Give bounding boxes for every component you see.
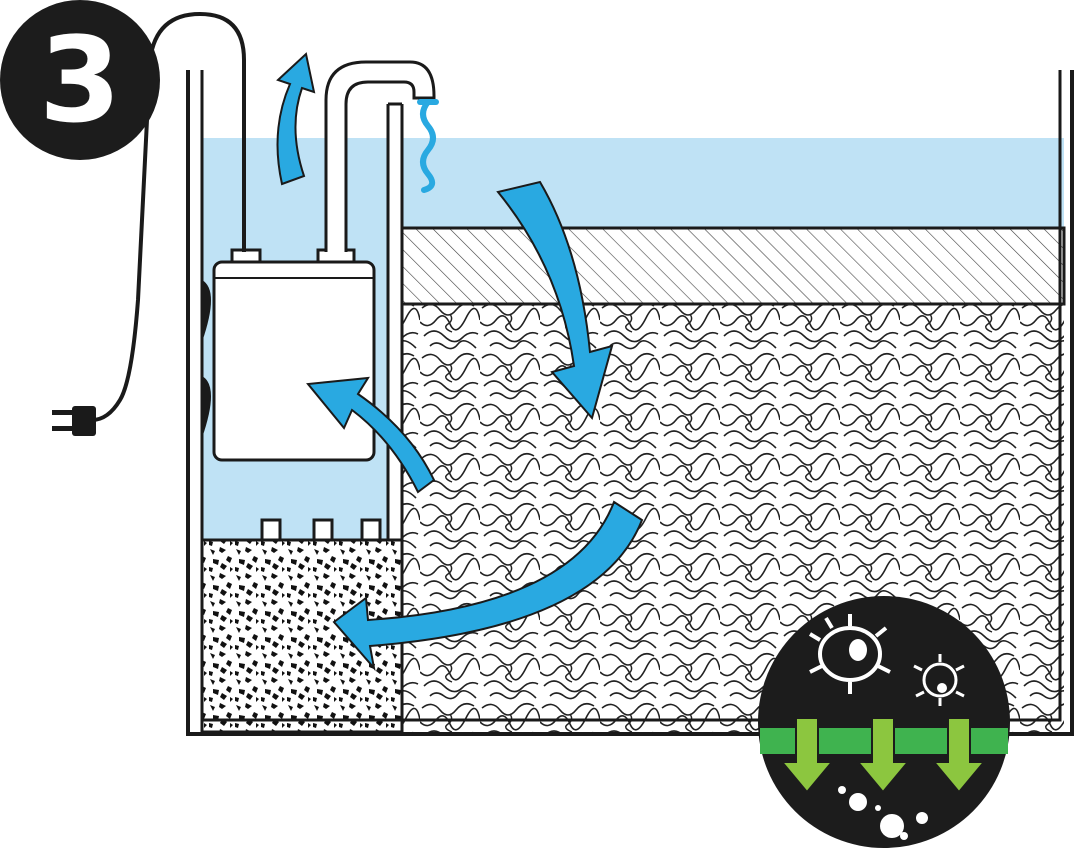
outlet-pipe-icon — [324, 60, 436, 252]
bacteria-icon-small — [913, 654, 965, 706]
water-surface-main — [402, 138, 1064, 228]
flow-arrow-up — [276, 52, 316, 186]
flow-arrow-down — [496, 180, 614, 421]
suction-cup-upper — [202, 280, 211, 342]
bacteria-icon — [808, 614, 891, 694]
fine-filter-layer — [400, 226, 1066, 306]
flow-arrow-to-gravel — [332, 500, 644, 672]
flow-arrows — [276, 52, 644, 672]
power-plug-icon — [52, 406, 96, 436]
tank-outline — [186, 70, 1074, 736]
membrane-arrows — [779, 717, 987, 794]
flow-arrow-into-pump — [306, 376, 436, 494]
step-number-text: 3 — [39, 11, 121, 149]
bio-filtration-detail — [758, 596, 1010, 848]
step-number-badge: 3 — [0, 0, 160, 160]
water-trickle — [420, 99, 436, 193]
suction-cup-lower — [202, 376, 211, 438]
particles — [838, 786, 928, 840]
